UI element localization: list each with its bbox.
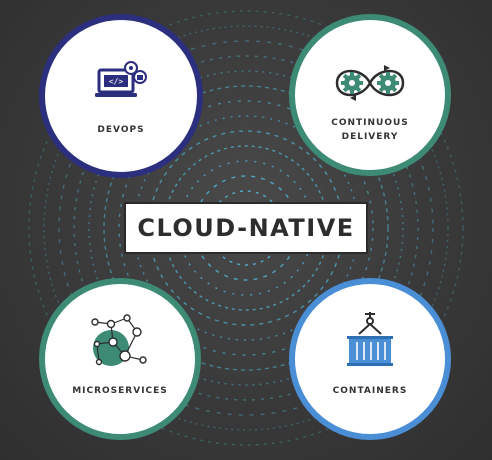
svg-text:</>: </> [109,77,124,86]
containers-node: CONTAINERS [289,278,451,440]
devops-laptop-icon: </> [95,61,147,97]
microservices-label: MICROSERVICES [72,386,168,396]
center-title: CLOUD-NATIVE [137,214,355,242]
ring [28,10,464,446]
devops-node: </> DEVOPS [39,14,203,178]
gears-loop-icon [335,65,405,101]
center-box: CLOUD-NATIVE [124,202,368,254]
microservices-node: MICROSERVICES [39,278,201,440]
network-nodes-icon [91,314,147,366]
ring [118,100,374,356]
devops-label: DEVOPS [97,125,145,135]
ring [58,40,434,416]
containers-label: CONTAINERS [332,386,408,396]
continuous-delivery-label-line2: DELIVERY [341,132,399,142]
ring [73,55,419,401]
continuous-delivery-node: CONTINUOUS DELIVERY [289,14,451,176]
ring [88,70,404,386]
shipping-container-icon [347,312,393,366]
ring [43,25,449,431]
ring [103,85,389,371]
continuous-delivery-label-line1: CONTINUOUS [331,118,409,128]
